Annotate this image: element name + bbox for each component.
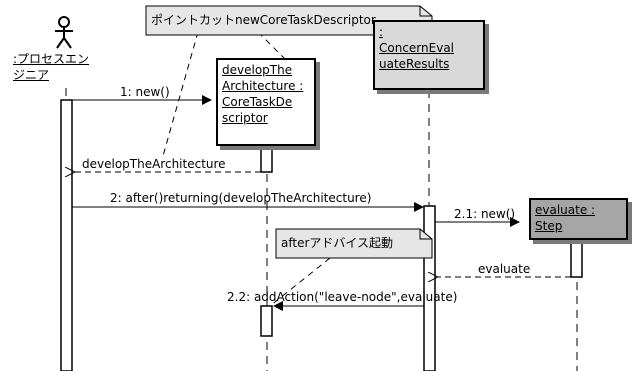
evaluate-object-line1: evaluate : — [535, 203, 596, 217]
after-advice-note — [275, 228, 433, 259]
message-22-label: 2.2: addAction("leave-node",evaluate) — [227, 290, 458, 304]
actor-name-line1: :プロセスエン — [13, 52, 90, 66]
develop-object-line2: Architecture : — [222, 79, 304, 93]
actor-name-line2: ジニア — [13, 68, 50, 82]
after-advice-note-text: afterアドバイス起動 — [281, 236, 394, 250]
evaluate-activation-bar — [570, 239, 583, 278]
concern-object-line3: uateResults — [379, 57, 450, 71]
pointcut-note-connector-b — [257, 31, 287, 61]
develop-activation-bar-1 — [260, 144, 273, 173]
evaluate-object-line2: Step — [535, 219, 563, 233]
after-note-connector — [269, 257, 331, 307]
concern-activation-bar — [423, 205, 436, 371]
pointcut-note-text: ポイントカットnewCoreTaskDescriptor — [151, 13, 376, 27]
message-1-label: 1: new() — [120, 85, 170, 99]
concern-object-line1: : — [379, 25, 384, 39]
develop-object-line4: scriptor — [222, 111, 268, 125]
evaluate-step-object: evaluate : Step — [529, 198, 628, 240]
develop-architecture-object: developThe Architecture : CoreTaskDe scr… — [216, 58, 316, 146]
return-21-label: evaluate — [478, 262, 531, 276]
actor-activation-bar — [60, 99, 73, 371]
message-2-label: 2: after()returning(developTheArchitectu… — [110, 191, 372, 205]
concern-evaluate-object: : ConcernEval uateResults — [373, 20, 485, 90]
return-1-label: developTheArchitecture — [82, 157, 226, 171]
message-21-label: 2.1: new() — [454, 207, 516, 221]
develop-object-line1: developThe — [222, 63, 293, 77]
develop-activation-bar-2 — [260, 305, 273, 337]
develop-object-line3: CoreTaskDe — [222, 95, 293, 109]
concern-object-line2: ConcernEval — [379, 41, 455, 55]
actor-stick-figure — [55, 16, 73, 49]
